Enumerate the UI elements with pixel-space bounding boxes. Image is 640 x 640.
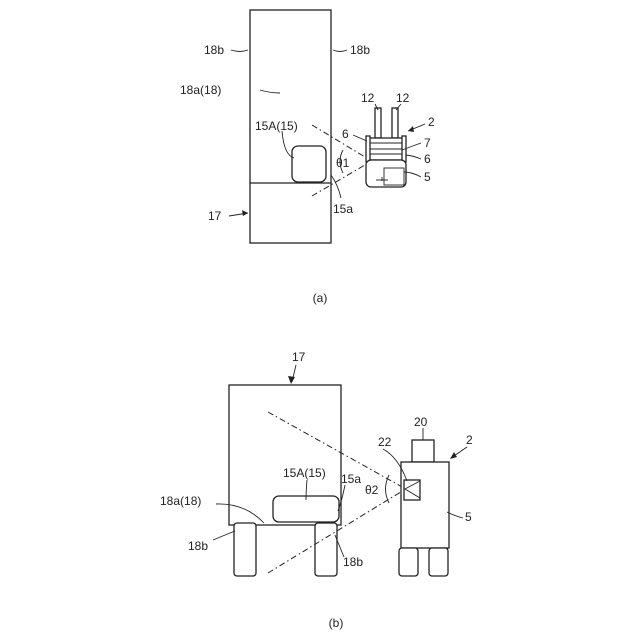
panel-a: 18b 18b 18a(18) 15A(15) 12 12 2 6 7 6 5 …	[180, 10, 435, 305]
wheel-right	[315, 523, 337, 576]
label-theta1: θ1	[336, 156, 350, 170]
wheel-left	[234, 523, 256, 576]
caption-a: (a)	[313, 291, 328, 305]
label-15a-a: 15a	[333, 202, 353, 216]
leader-6-lower	[406, 155, 421, 159]
label-15a-b: 15a	[341, 472, 361, 486]
robot-body-a	[366, 160, 406, 187]
leader-18a-b	[216, 504, 264, 523]
label-17-a: 17	[208, 209, 222, 223]
target-unit-box-a	[292, 146, 326, 182]
leader-15A-b	[306, 480, 307, 500]
label-2-b: 2	[466, 433, 473, 447]
label-18a-a: 18a(18)	[180, 83, 221, 97]
robot-leg-left	[399, 548, 418, 576]
label-5-a: 5	[424, 170, 431, 184]
label-15A-a: 15A(15)	[255, 119, 298, 133]
label-17-b: 17	[292, 350, 306, 364]
label-12-left: 12	[361, 91, 375, 105]
leader-15a-a	[331, 175, 341, 198]
robot-top-view	[366, 108, 406, 187]
leader-18b-right-a	[333, 50, 347, 52]
label-18b-right-a: 18b	[350, 43, 370, 57]
label-theta2: θ2	[365, 483, 379, 497]
label-7: 7	[424, 136, 431, 150]
robot-head-b	[412, 440, 434, 462]
robot-leg-right	[429, 548, 448, 576]
label-18a-b: 18a(18)	[160, 494, 201, 508]
label-18b-left-b: 18b	[188, 539, 208, 553]
leader-2-arrowhead-b	[450, 452, 457, 459]
leader-17-arrowhead-a	[242, 210, 248, 216]
label-6-upper: 6	[342, 127, 349, 141]
label-2-a: 2	[428, 115, 435, 129]
leader-18a-a	[260, 90, 280, 93]
leader-18b-left-a	[231, 50, 248, 52]
robot-side-view	[399, 440, 449, 576]
robot-arm-left	[375, 108, 381, 138]
caption-b: (b)	[329, 616, 344, 630]
robot-body-b	[401, 462, 449, 548]
label-6-lower: 6	[424, 152, 431, 166]
robot-side-left	[366, 136, 370, 162]
leader-17-arrowhead-b	[288, 376, 295, 384]
vehicle-side-body	[229, 385, 341, 525]
label-5-b: 5	[465, 510, 472, 524]
label-18b-left-a: 18b	[204, 43, 224, 57]
panel-b: 17 20 2 22 15A(15) 15a θ2 5 18a(18) 18b …	[160, 350, 473, 630]
label-15A-b: 15A(15)	[283, 466, 326, 480]
leader-18b-left-b	[213, 531, 235, 540]
leader-2-arrowhead-a	[408, 126, 414, 132]
label-12-right: 12	[396, 91, 410, 105]
leader-6-upper	[353, 135, 367, 141]
label-18b-right-b: 18b	[343, 555, 363, 569]
label-22: 22	[378, 435, 392, 449]
robot-arm-right	[392, 108, 398, 138]
label-20: 20	[414, 415, 428, 429]
